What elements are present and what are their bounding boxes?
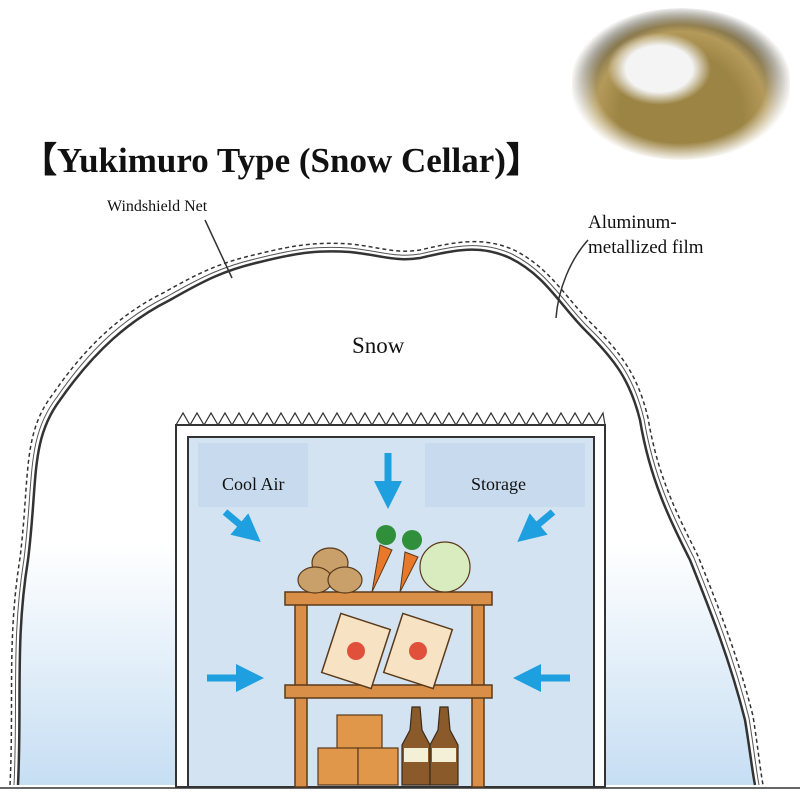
potatoes	[297, 547, 363, 594]
windshield-net-label: Windshield Net	[107, 198, 208, 215]
aluminum-film-outline	[9, 240, 764, 786]
rice-bags	[320, 612, 454, 690]
windshield-net-leader	[204, 219, 233, 279]
aluminum-film-label-line1: Aluminum-	[588, 212, 677, 233]
cool-air-arrows	[207, 453, 570, 692]
snow-cellar-photo	[572, 8, 790, 160]
aluminum-film-label: Aluminum- metallized film	[588, 210, 704, 260]
sake-bottles	[401, 706, 459, 786]
snow-label: Snow	[352, 333, 405, 358]
cellar-roof-zigzag	[175, 411, 606, 427]
miso-containers	[317, 714, 399, 786]
arrow-diag-left	[222, 509, 261, 543]
cool-air-label-box	[198, 443, 308, 507]
carrots	[371, 525, 422, 593]
arrow-diag-right	[517, 509, 556, 543]
diagram-title: 【Yukimuro Type (Snow Cellar)】	[22, 141, 541, 180]
aluminum-film-label-line2: metallized film	[588, 237, 704, 258]
aluminum-film-leader	[555, 239, 589, 319]
cool-air-label: Cool Air	[222, 474, 285, 494]
cabbage	[419, 541, 471, 593]
storage-label: Storage	[471, 474, 526, 494]
windshield-net-outline	[16, 248, 757, 786]
storage-label-box	[425, 443, 585, 507]
storage-shelf	[284, 591, 493, 788]
